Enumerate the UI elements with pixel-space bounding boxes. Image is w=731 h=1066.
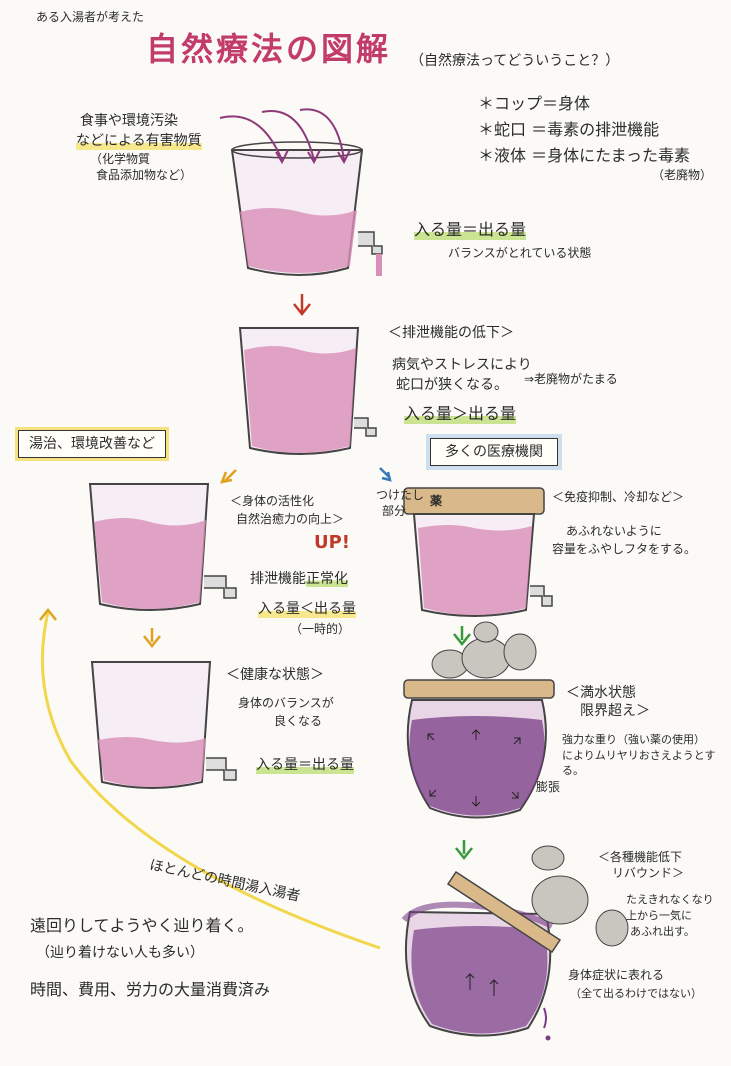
bottom-line1: 遠回りしてようやく辿り着く。 — [30, 916, 254, 935]
stage1-cup — [230, 141, 383, 276]
right-cup-1 — [403, 487, 553, 617]
excretion-highlight: 正常化 — [306, 571, 348, 587]
return-curve — [40, 611, 381, 950]
swelling-label: 膨張 — [536, 780, 561, 794]
symptom-1: 身体症状に表れる — [568, 968, 665, 982]
right-cup-3 — [401, 845, 629, 1041]
subtitle: （自然療法ってどういうこと？） — [410, 53, 620, 69]
left-heading: ＜身体の活性化 — [230, 494, 315, 508]
healthy-heading: ＜健康な状態＞ — [226, 667, 324, 683]
lid-label: 薬 — [430, 494, 443, 508]
stage1-balance-note: バランスがとれている状態 — [448, 246, 592, 260]
arrow-to-left — [219, 469, 237, 484]
fail-line1: たえきれなくなり — [626, 893, 714, 906]
full-heading: ＜満水状態 — [566, 685, 636, 701]
healthy-line1: 身体のバランスが — [238, 696, 334, 710]
arrow-down-1 — [293, 294, 311, 317]
stage1-balance: 入る量＝出る量 — [414, 220, 527, 240]
left-balance: 入る量＜出る量 — [258, 600, 356, 618]
right-line1: あふれないように — [566, 524, 662, 538]
stage2-cup — [238, 327, 377, 455]
healthy-line2: 良くなる — [274, 714, 323, 728]
input-label-1: 食事や環境汚染 — [80, 113, 178, 129]
symptom-2: （全て出るわけではない） — [570, 987, 702, 1000]
arrow-down-right-1 — [453, 626, 471, 647]
right-heading: ＜免疫抑制、冷却など＞ — [552, 490, 685, 504]
left-balance-note: （一時的） — [290, 622, 351, 636]
input-label-3: （化学物質 — [90, 152, 151, 166]
fail-heading2: リバウンド＞ — [612, 866, 685, 880]
stage2-line2: 蛇口が狭くなる。 — [396, 377, 508, 393]
stage2-heading: ＜排泄機能の低下＞ — [388, 325, 514, 341]
full-line1: 強力な重り（強い薬の使用） — [562, 733, 705, 746]
left-branch-box: 湯治、環境改善など — [18, 430, 166, 458]
side-note-1: つけたし — [376, 488, 425, 502]
byline: ある入湯者が考えた — [36, 10, 145, 24]
legend-faucet: ＊蛇口 ＝毒素の排泄機能 — [478, 120, 660, 139]
legend-liquid: ＊液体 ＝身体にたまった毒素 — [478, 146, 690, 165]
stage2-balance: 入る量＞出る量 — [404, 404, 517, 424]
input-arrows — [219, 108, 351, 165]
stage2-line1: 病気やストレスにより — [392, 357, 532, 373]
input-label-4: 食品添加物など） — [96, 168, 193, 182]
full-line2: によりムリヤリおさえようとする。 — [562, 749, 716, 777]
up-label: UP! — [314, 532, 351, 553]
legend-liquid-note: （老廃物） — [652, 168, 713, 182]
right-cup-2 — [403, 621, 555, 819]
side-note-2: 部分 — [382, 504, 407, 518]
fail-line3: あふれ出す。 — [630, 925, 695, 938]
legend-cup: ＊コップ＝身体 — [478, 94, 591, 113]
arrow-down-left — [143, 628, 161, 649]
left-heading2: 自然治癒力の向上＞ — [236, 512, 345, 526]
left-cup-1 — [88, 483, 237, 611]
full-heading2: 限界超え＞ — [580, 703, 650, 719]
fail-heading: ＜各種機能低下 — [598, 850, 683, 864]
left-cup-2 — [90, 661, 237, 789]
fail-line2: 上から一気に — [626, 909, 692, 922]
bottom-line2: （辿り着けない人も多い） — [36, 945, 204, 961]
left-excretion: 排泄機能正常化 — [250, 570, 348, 588]
input-label-2: などによる有害物質 — [76, 132, 202, 150]
right-line2: 容量をふやしフタをする。 — [552, 542, 697, 556]
page-title: 自然療法の図解 — [146, 30, 392, 68]
healthy-balance: 入る量＝出る量 — [256, 756, 354, 774]
bottom-line3: 時間、費用、労力の大量消費済み — [30, 980, 271, 999]
stage2-arrow-note: ⇒老廃物がたまる — [524, 372, 618, 386]
excretion-text: 排泄機能 — [250, 571, 306, 587]
arrow-to-right — [379, 467, 392, 482]
arrow-down-right-2 — [455, 840, 473, 861]
right-branch-box: 多くの医療機関 — [430, 438, 558, 466]
